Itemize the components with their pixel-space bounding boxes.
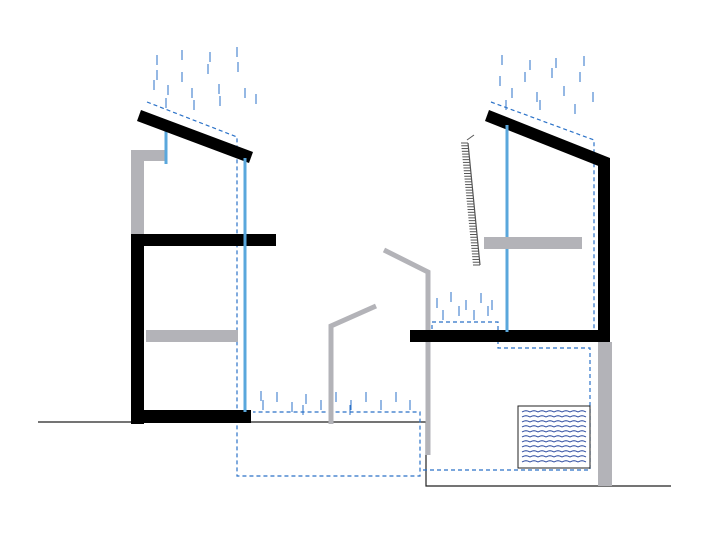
right-roof <box>485 110 610 169</box>
rain-left <box>153 47 257 110</box>
right-building <box>410 110 612 486</box>
rain <box>153 47 594 415</box>
water-collection-outline <box>146 101 595 477</box>
rain-right <box>499 55 594 114</box>
left-ground-wall <box>131 234 144 424</box>
courtyard-tall-canopy <box>382 247 431 455</box>
right-interior-shelf <box>484 237 582 249</box>
left-upper-ledge <box>131 150 167 161</box>
water-tank <box>517 405 591 469</box>
right-sloped-screen <box>461 134 481 266</box>
left-interior-bench <box>146 330 238 342</box>
left-floor-slab <box>131 234 276 246</box>
water-tank-waves <box>521 410 587 463</box>
courtyard-elements <box>328 247 431 455</box>
right-wall <box>598 158 610 342</box>
courtyard-low-canopy <box>328 303 378 424</box>
left-ground-slab <box>131 410 251 423</box>
rain-courtyard <box>260 391 411 415</box>
rain-right-terrace <box>436 292 493 320</box>
left-upper-wall <box>131 150 144 236</box>
left-roof <box>137 110 253 163</box>
left-building <box>131 110 276 424</box>
right-floor-slab <box>410 330 610 342</box>
right-lower-wall <box>598 342 612 486</box>
